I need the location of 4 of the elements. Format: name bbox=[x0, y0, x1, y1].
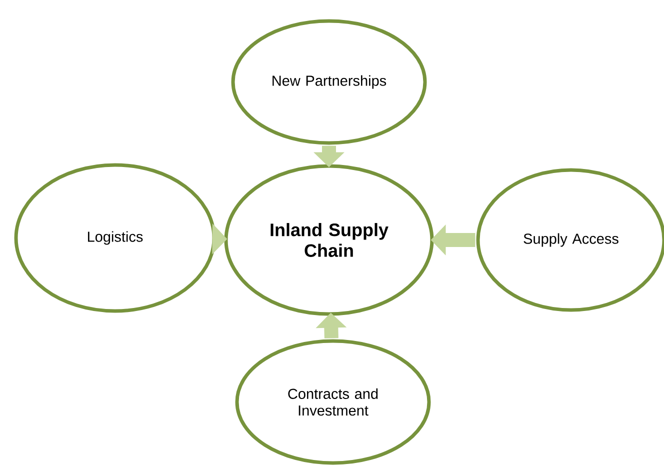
ellipse-node: Logistics bbox=[14, 163, 216, 313]
ellipse-node: Inland Supply Chain bbox=[224, 164, 434, 316]
ellipse-node: Contracts and Investment bbox=[235, 339, 431, 465]
ellipse-node: New Partnerships bbox=[231, 19, 427, 145]
